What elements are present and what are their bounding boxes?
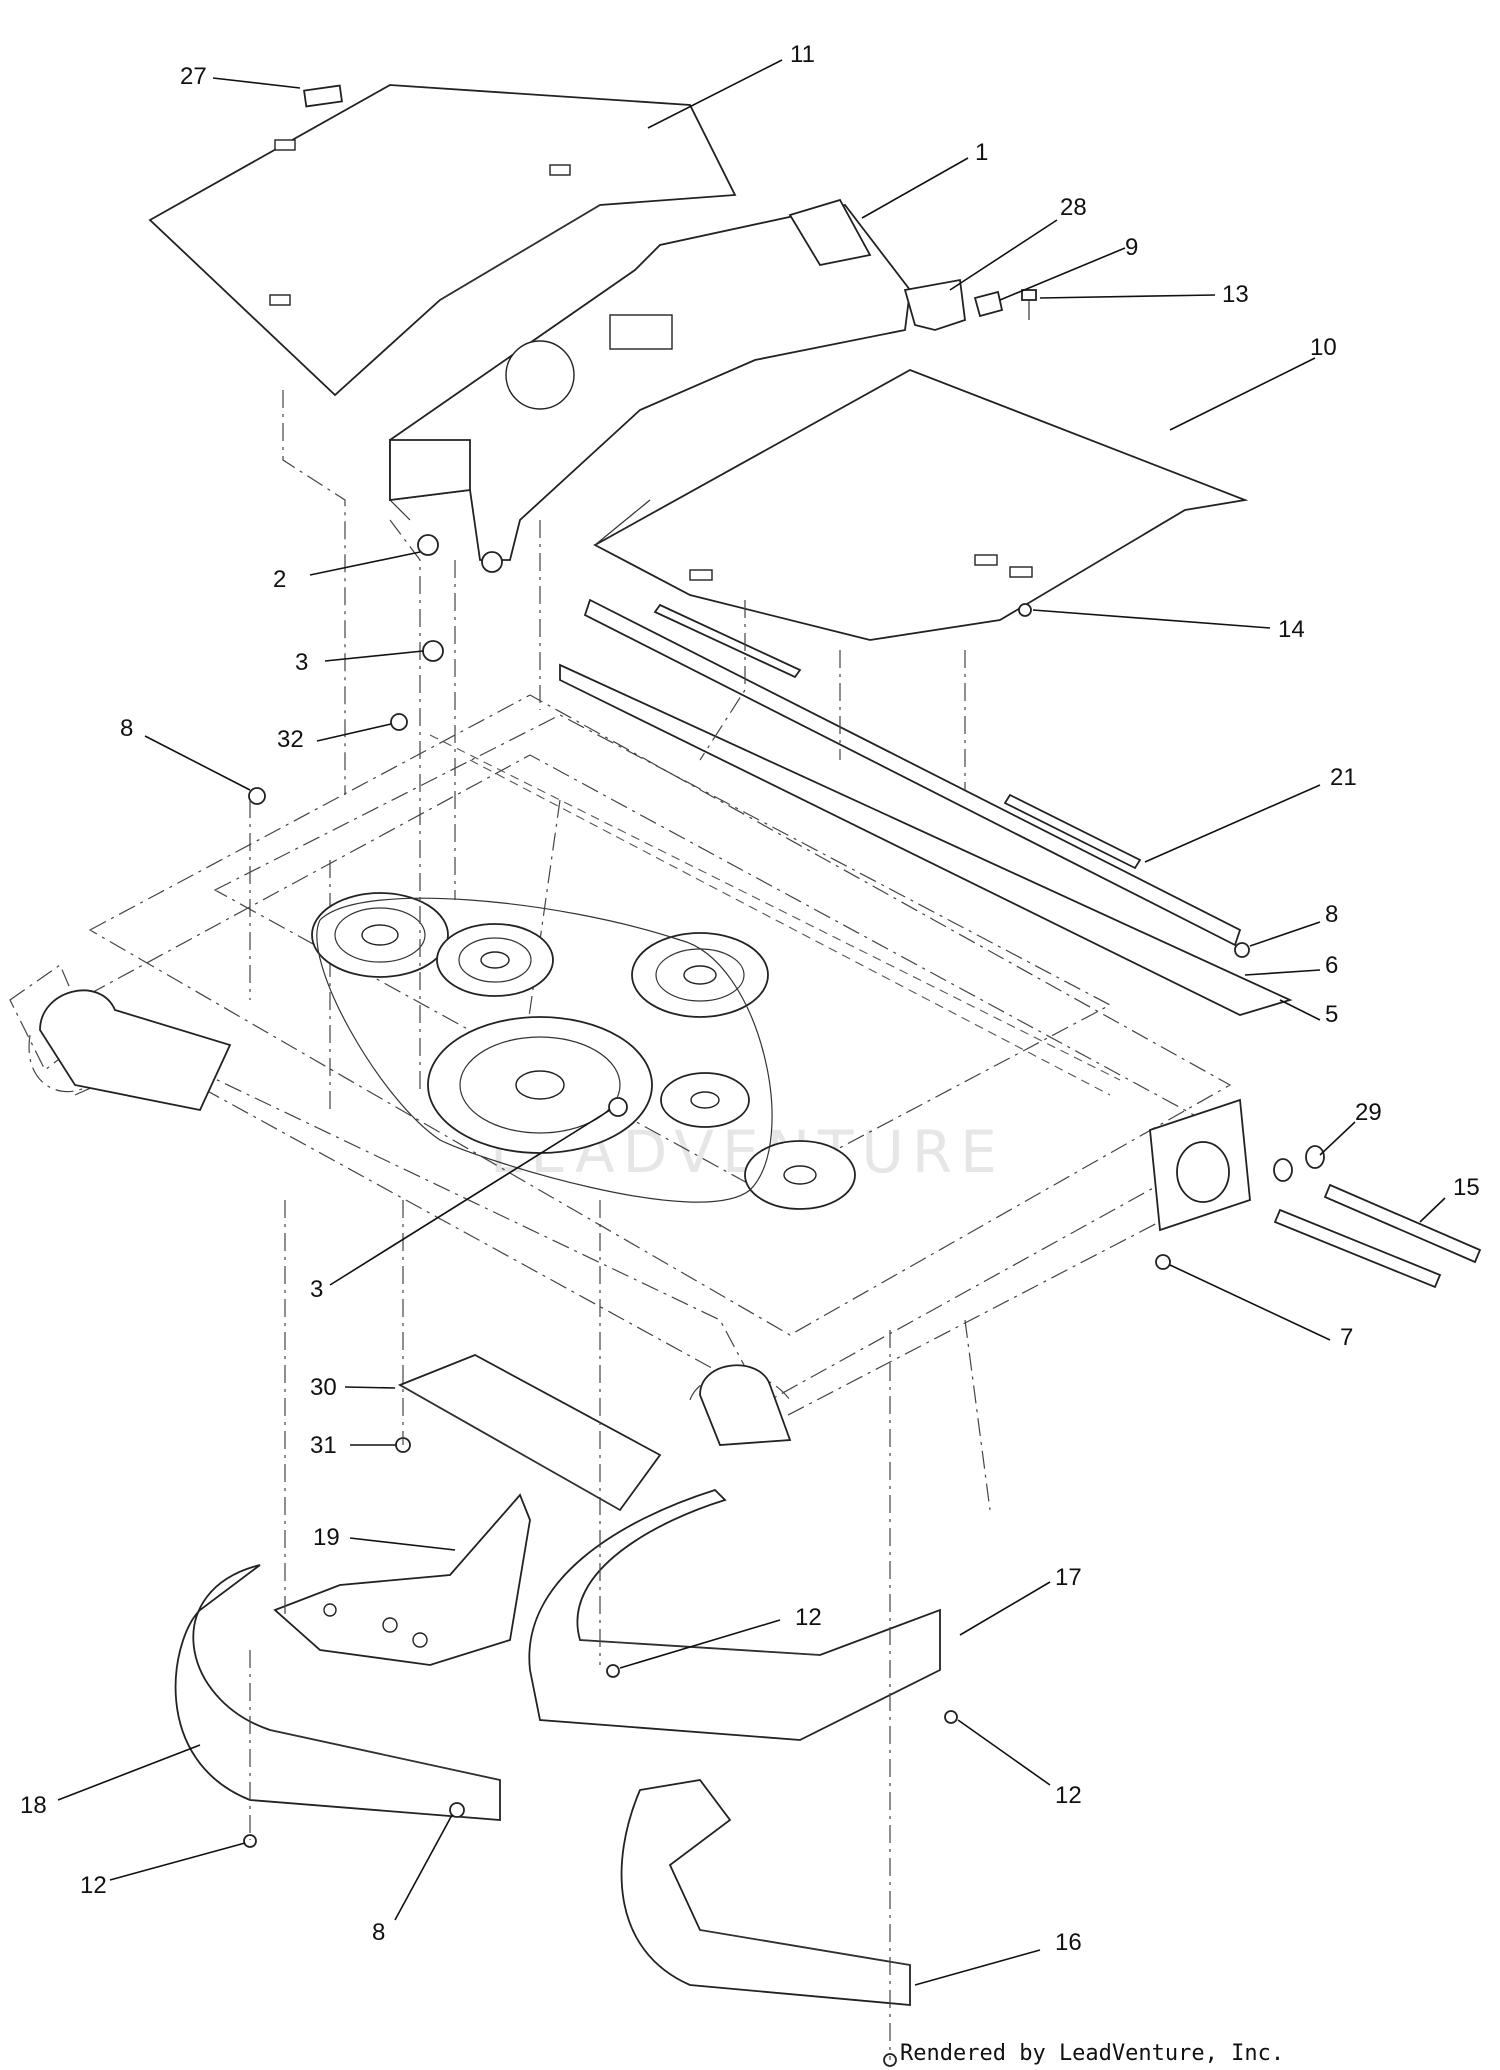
callout-10: 10 <box>1310 334 1337 361</box>
callout-19: 19 <box>313 1524 340 1551</box>
bracket-19 <box>273 1493 531 1666</box>
callout-8-right: 8 <box>1325 901 1338 928</box>
callout-1: 1 <box>975 139 988 166</box>
callout-13: 13 <box>1222 281 1249 308</box>
callout-28: 28 <box>1060 194 1087 221</box>
callout-12-right: 12 <box>1055 1782 1082 1809</box>
callout-8-lower: 8 <box>372 1919 385 1946</box>
belt-cover-left <box>148 84 737 397</box>
callout-labels: 27 11 1 28 9 13 10 2 3 14 8 32 21 8 6 5 … <box>20 41 1480 1956</box>
bolt-2 <box>417 534 503 573</box>
callout-31: 31 <box>310 1432 337 1459</box>
screw-13 <box>1021 289 1037 320</box>
callout-9: 9 <box>1125 234 1138 261</box>
left-roller <box>39 989 232 1112</box>
assembly-lines <box>249 390 991 2060</box>
callout-3-mid: 3 <box>310 1276 323 1303</box>
pulley-idler <box>660 1072 750 1128</box>
strip-upper <box>653 603 802 679</box>
callout-5: 5 <box>1325 1001 1338 1028</box>
screw-7 <box>1155 1254 1171 1270</box>
clip-9 <box>973 290 1004 318</box>
bearing-right <box>1176 1141 1230 1203</box>
callout-3-top: 3 <box>295 649 308 676</box>
center-frame <box>389 198 911 561</box>
pulley-left <box>311 892 449 978</box>
strip-6 <box>583 598 1242 947</box>
nut-8-lower <box>449 1802 465 1818</box>
nut-14 <box>1018 603 1032 617</box>
callout-6: 6 <box>1325 952 1338 979</box>
pulley-right <box>631 932 769 1018</box>
rod-15 <box>1273 1183 1482 1289</box>
pulley-center-small <box>436 923 554 997</box>
callout-27: 27 <box>180 63 207 90</box>
spacer-3-mid <box>608 1097 628 1117</box>
nut-32 <box>390 713 408 731</box>
callout-16: 16 <box>1055 1929 1082 1956</box>
screw-12-right <box>944 1710 958 1724</box>
spacer-3-top <box>422 640 444 662</box>
callout-29: 29 <box>1355 1099 1382 1126</box>
screw-12-left <box>243 1834 257 1848</box>
nut-8-right <box>1234 942 1250 958</box>
pulley-assembly <box>311 892 856 1210</box>
callout-12-left: 12 <box>80 1872 107 1899</box>
guard-18 <box>174 1564 501 1821</box>
callout-7: 7 <box>1340 1324 1353 1351</box>
pulley-center-large <box>427 1016 653 1154</box>
callout-18: 18 <box>20 1792 47 1819</box>
belt-cover-right <box>593 369 1249 641</box>
callout-14: 14 <box>1278 616 1305 643</box>
washer-29 <box>1273 1145 1325 1182</box>
nut-8-left <box>248 787 266 805</box>
pulley-right-lower <box>744 1140 856 1210</box>
callout-17: 17 <box>1055 1564 1082 1591</box>
callout-21: 21 <box>1330 764 1357 791</box>
callout-12-center: 12 <box>795 1604 822 1631</box>
bracket-30 <box>397 1354 662 1512</box>
callout-15: 15 <box>1453 1174 1480 1201</box>
callout-30: 30 <box>310 1374 337 1401</box>
screw-12-center <box>606 1664 620 1678</box>
strip-5 <box>559 663 1293 1016</box>
footer-credit: Rendered by LeadVenture, Inc. <box>900 2041 1284 2066</box>
callout-8-left: 8 <box>120 715 133 742</box>
callout-11: 11 <box>790 41 815 68</box>
callout-32: 32 <box>277 726 304 753</box>
leader-lines <box>57 59 1446 1986</box>
guard-17 <box>528 1488 941 1741</box>
front-roller <box>699 1364 792 1446</box>
strip-21 <box>1003 793 1142 870</box>
guard-16 <box>620 1779 911 2006</box>
drive-belt <box>316 897 773 1203</box>
callout-2: 2 <box>273 566 286 593</box>
bracket-28 <box>903 278 966 331</box>
label-27 <box>303 84 343 108</box>
